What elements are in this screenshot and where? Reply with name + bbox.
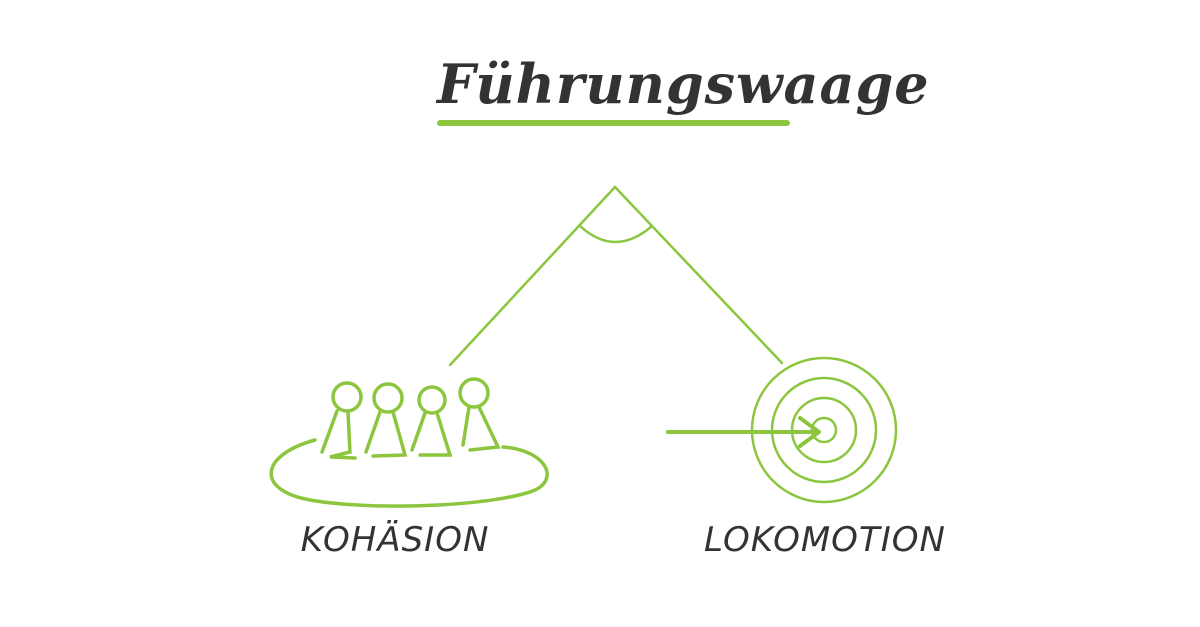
balance-triangle bbox=[448, 185, 784, 367]
page-title: Führungswaage bbox=[437, 52, 930, 116]
target-with-arrow-icon bbox=[666, 356, 898, 504]
group-of-people-icon bbox=[269, 377, 549, 508]
angle-arc bbox=[578, 224, 654, 244]
title-underline bbox=[437, 120, 790, 126]
label-lokomotion: LOKOMOTION bbox=[704, 520, 946, 560]
label-kohaesion: KOHÄSION bbox=[300, 520, 490, 560]
